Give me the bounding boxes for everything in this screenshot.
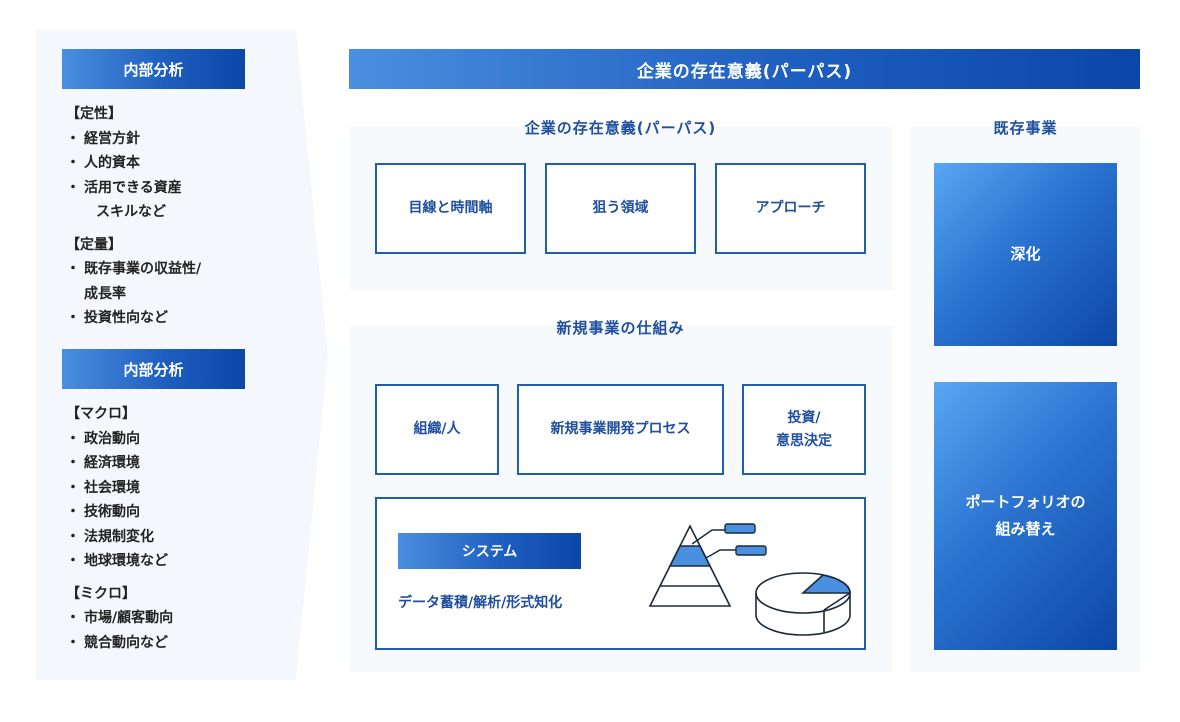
portfolio-label: ポートフォリオの	[965, 489, 1085, 516]
macro-heading: 【マクロ】	[66, 402, 296, 427]
micro-heading: 【ミクロ】	[66, 582, 296, 607]
internal-analysis-list-2: 【マクロ】 政治動向 経済環境 社会環境 技術動向 法規制変化 地球環境など 【…	[66, 402, 296, 655]
list-item: 経済環境	[66, 451, 296, 476]
list-item: 投資性向など	[66, 306, 296, 331]
list-item: 政治動向	[66, 427, 296, 452]
internal-analysis-header-1: 内部分析	[62, 49, 245, 89]
perspective-timeline-box: 目線と時間軸	[375, 163, 526, 254]
data-analysis-illustration	[640, 518, 860, 643]
list-item: 人的資本	[66, 151, 296, 176]
system-label: システム	[398, 533, 581, 569]
list-item: 市場/顧客動向	[66, 606, 296, 631]
new-business-title: 新規事業の仕組み	[349, 317, 892, 338]
existing-business-title: 既存事業	[911, 117, 1140, 138]
organization-box: 組織/人	[375, 384, 499, 475]
pie-chart-icon	[756, 573, 850, 635]
portfolio-rebuild-box: ポートフォリオの 組み替え	[934, 382, 1117, 650]
approach-box: アプローチ	[715, 163, 866, 254]
investment-decision-box: 投資/ 意思決定	[742, 384, 866, 475]
development-process-box: 新規事業開発プロセス	[517, 384, 724, 475]
list-item: 技術動向	[66, 500, 296, 525]
quantitative-heading: 【定量】	[66, 233, 296, 258]
callout-tag-icon	[725, 524, 755, 533]
list-item: 地球環境など	[66, 549, 296, 574]
purpose-title: 企業の存在意義(パーパス)	[349, 117, 892, 138]
rebuild-label: 組み替え	[995, 516, 1055, 543]
callout-tag-icon	[736, 546, 766, 555]
purpose-banner: 企業の存在意義(パーパス)	[349, 49, 1140, 89]
list-item: 経営方針	[66, 127, 296, 152]
list-item: 活用できる資産	[66, 176, 296, 201]
decision-label: 意思決定	[776, 430, 832, 452]
system-description: データ蓄積/解析/形式知化	[398, 592, 562, 612]
list-item: 既存事業の収益性/	[66, 257, 296, 282]
list-item-continuation: スキルなど	[66, 200, 296, 225]
list-item: 法規制変化	[66, 525, 296, 550]
internal-analysis-header-2: 内部分析	[62, 349, 245, 389]
qualitative-heading: 【定性】	[66, 102, 296, 127]
list-item: 競合動向など	[66, 631, 296, 656]
list-item-continuation: 成長率	[66, 282, 296, 307]
investment-label: 投資/	[787, 407, 820, 429]
deepening-box: 深化	[934, 163, 1117, 346]
list-item: 社会環境	[66, 476, 296, 501]
internal-analysis-list-1: 【定性】 経営方針 人的資本 活用できる資産 スキルなど 【定量】 既存事業の収…	[66, 102, 296, 331]
target-domain-box: 狙う領域	[545, 163, 696, 254]
pyramid-chart-icon	[650, 526, 730, 606]
